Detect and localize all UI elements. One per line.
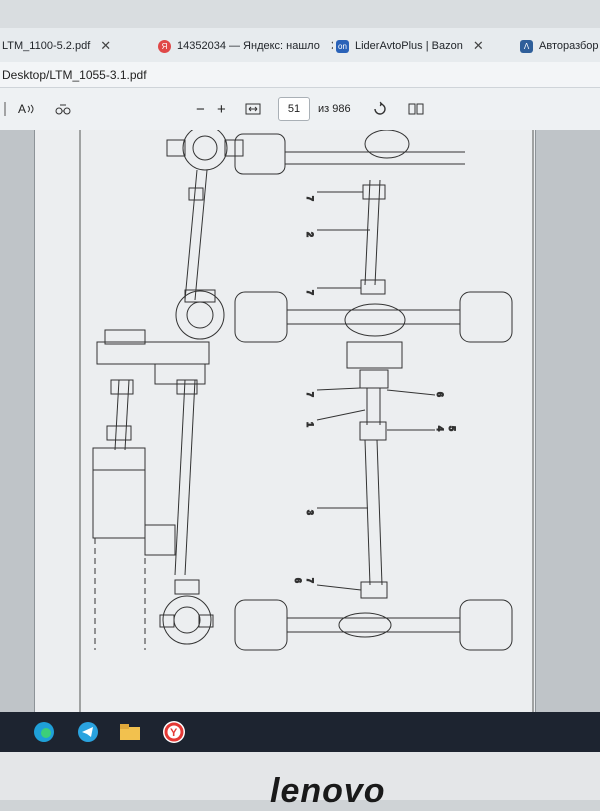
zoom-in-label: + <box>217 100 226 118</box>
pdf-page: 7 2 7 7 1 6 4 5 3 6 7 <box>34 130 536 712</box>
speaker-icon <box>27 104 34 114</box>
fit-width-icon[interactable] <box>245 98 261 120</box>
tab-label: LiderAvtoPlus | Bazon <box>355 40 463 52</box>
page-number-input[interactable]: 51 <box>278 97 310 121</box>
tab-label: 14352034 — Яндекс: нашло <box>177 40 320 52</box>
tab-ltm-1100[interactable]: LTM_1100-5.2.pdf ✕ <box>2 34 142 58</box>
part-label-6: 6 <box>293 578 303 583</box>
part-label-4: 4 <box>435 426 445 431</box>
part-label-7: 7 <box>305 392 315 397</box>
zoom-in-button[interactable]: + <box>217 98 226 120</box>
read-aloud-button[interactable]: A <box>18 98 36 120</box>
address-bar[interactable]: Desktop/LTM_1055-3.1.pdf <box>0 62 600 88</box>
windows-taskbar: Y <box>0 712 600 752</box>
part-label-3: 3 <box>305 510 315 515</box>
pdf-viewer[interactable]: 7 2 7 7 1 6 4 5 3 6 7 <box>0 130 600 712</box>
page-number: 51 <box>287 103 301 115</box>
sidebar-toggle-icon[interactable] <box>2 98 8 120</box>
monitor-brand-logo: lenovo <box>270 772 386 810</box>
edge-icon[interactable] <box>30 718 58 746</box>
zoom-out-button[interactable]: − <box>196 98 205 120</box>
driveline-drawing: 7 2 7 7 1 6 4 5 3 6 7 <box>79 130 534 712</box>
part-label-5: 5 <box>447 426 457 431</box>
yandex-search-icon: Я <box>158 39 171 53</box>
tab-label: LTM_1100-5.2.pdf <box>2 40 91 52</box>
monitor-bezel <box>0 752 600 800</box>
zoom-out-label: − <box>196 100 205 118</box>
right-top-view <box>234 130 513 651</box>
translate-icon[interactable] <box>55 98 71 120</box>
tab-label: Авторазбор <box>539 40 599 52</box>
pdf-toolbar: A − + 51 из 986 <box>0 88 600 131</box>
file-explorer-icon[interactable] <box>116 718 144 746</box>
close-icon[interactable]: ✕ <box>100 38 112 53</box>
part-label-6: 6 <box>435 392 445 397</box>
telegram-icon[interactable] <box>74 718 102 746</box>
site-icon: Λ <box>520 39 533 53</box>
tab-lideravtoplus[interactable]: on LiderAvtoPlus | Bazon ✕ <box>336 34 508 58</box>
rotate-icon[interactable] <box>372 98 388 120</box>
part-label-2: 2 <box>305 232 315 237</box>
left-side-view <box>92 130 244 650</box>
part-label-7: 7 <box>305 196 315 201</box>
part-label-7: 7 <box>305 290 315 295</box>
page-total: из 986 <box>318 98 351 120</box>
tab-yandex-search[interactable]: Я 14352034 — Яндекс: нашло ✕ <box>158 34 333 58</box>
browser-tab-bar: LTM_1100-5.2.pdf ✕ Я 14352034 — Яндекс: … <box>0 28 600 63</box>
close-icon[interactable]: ✕ <box>472 38 484 53</box>
on-icon: on <box>336 39 349 53</box>
part-label-1: 1 <box>305 422 315 427</box>
address-text: Desktop/LTM_1055-3.1.pdf <box>2 68 147 82</box>
part-label-7: 7 <box>305 578 315 583</box>
page-view-icon[interactable] <box>408 98 424 120</box>
svg-text:Y: Y <box>170 727 178 739</box>
yandex-browser-icon[interactable]: Y <box>160 718 188 746</box>
tab-avtorazbor[interactable]: Λ Авторазбор <box>520 34 600 58</box>
page-total-text: из 986 <box>318 103 351 115</box>
close-icon[interactable]: ✕ <box>330 38 333 54</box>
read-aloud-label: A <box>18 102 27 116</box>
